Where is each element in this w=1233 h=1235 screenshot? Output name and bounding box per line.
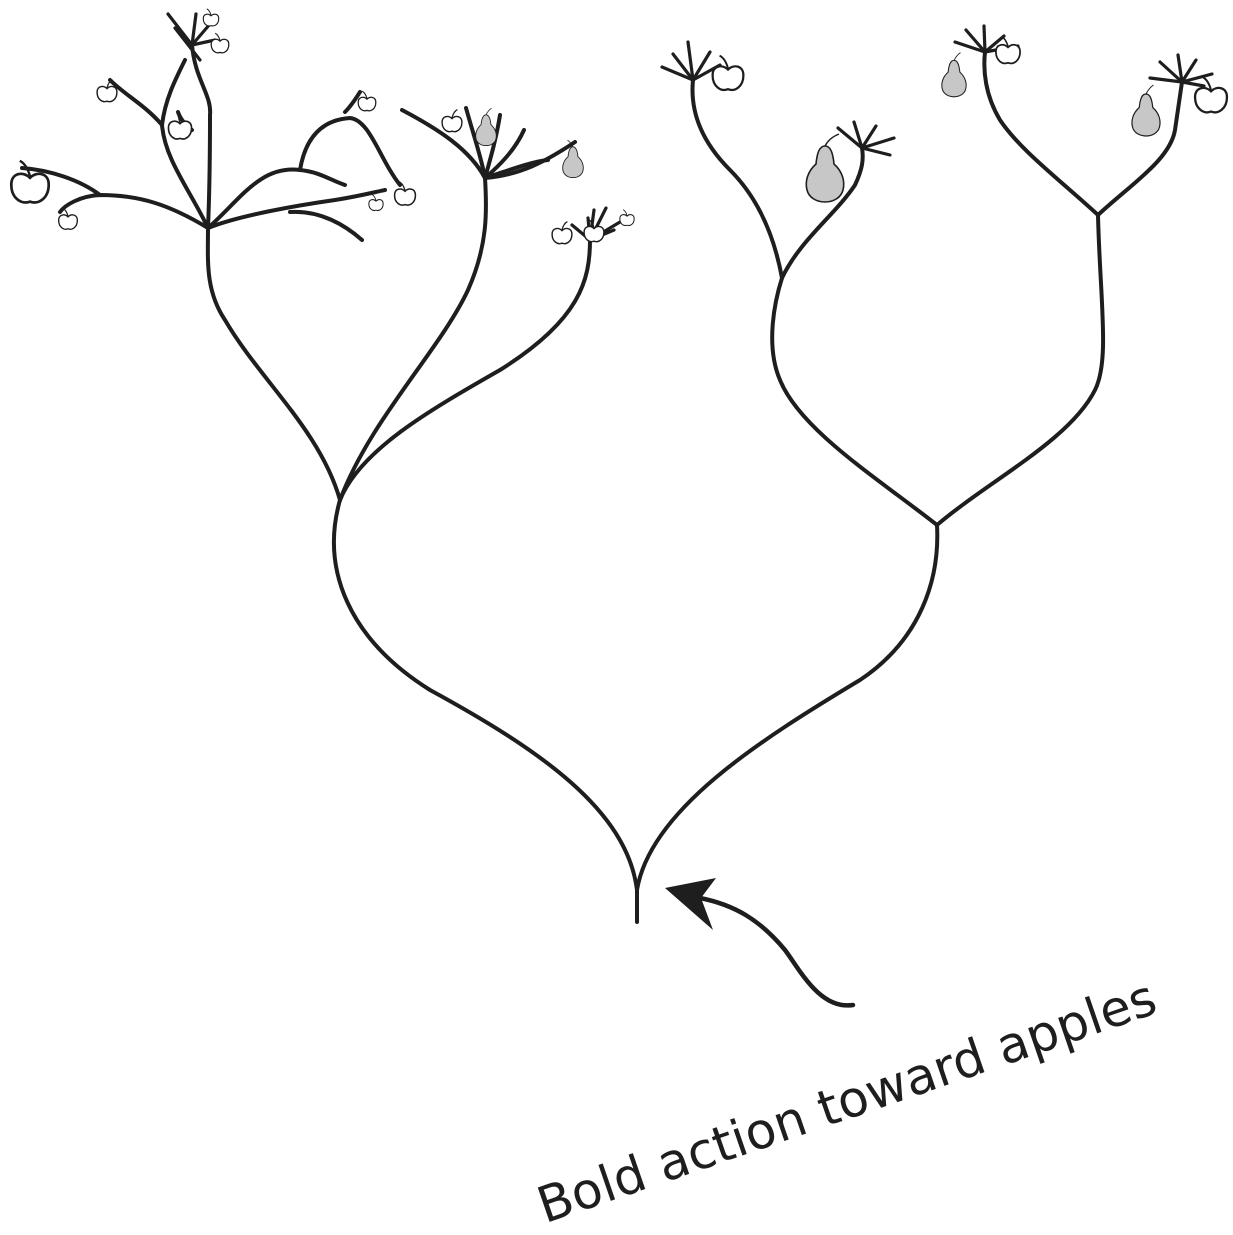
right-branch [662, 26, 1212, 525]
pear-icon [806, 134, 843, 202]
apple-icon [369, 195, 383, 211]
apple-icon [713, 56, 744, 90]
pear-icon [476, 108, 497, 145]
apple-icon [395, 182, 416, 205]
apple-icon [211, 33, 229, 53]
apple-icon [552, 222, 572, 244]
pear-icon [942, 53, 966, 97]
apple-icon [1195, 77, 1227, 113]
trunk [334, 500, 937, 922]
arrow-icon [665, 878, 853, 1005]
pear-icon [1132, 85, 1160, 136]
apple-icon [442, 110, 462, 132]
apple-icon [620, 210, 634, 226]
branching-tree-diagram: Bold action toward apples [0, 0, 1233, 1188]
apple-icon [203, 9, 218, 26]
